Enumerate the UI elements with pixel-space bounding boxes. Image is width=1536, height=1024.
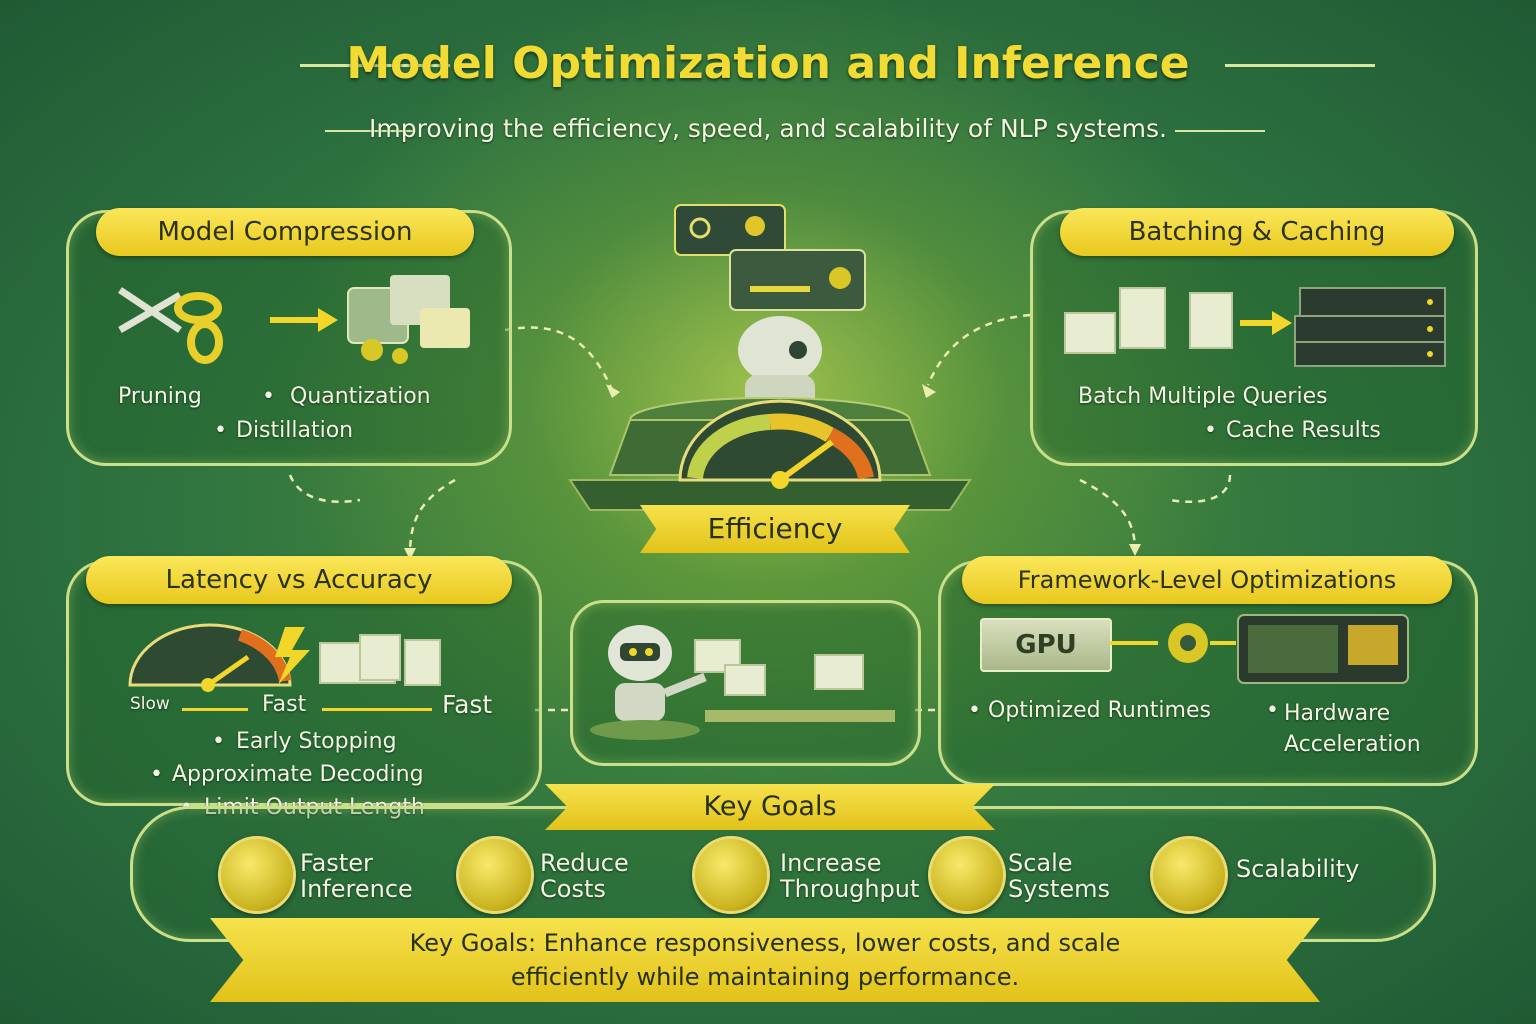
goal-scale-systems: Scale Systems [1008,849,1110,903]
title-rule-right [1225,64,1375,67]
robot-icon [674,204,866,415]
speed-label-slow: Slow [130,694,170,714]
speed-gauge-icon [128,623,292,692]
bullet: • [1204,418,1217,443]
arrow-compression-down [288,474,361,503]
arrow-compression-to-center [504,326,614,391]
hardware-board-icon [1237,614,1409,684]
arrow-center-to-latency [408,478,456,556]
goal-reduce-costs: Reduce Costs [540,849,629,903]
bullet: • [968,698,981,723]
floating-documents-icon [694,639,864,696]
scale-blocks-icon [928,836,1006,914]
growth-chart-icon [692,836,770,914]
framework-heading: Framework-Level Optimizations [962,556,1452,604]
compression-item-distillation: Distillation [236,418,354,443]
document-stack-icon [1064,287,1233,354]
compressed-model-icon [347,275,470,364]
latency-item-approximate-decoding: Approximate Decoding [172,762,424,787]
server-stack-icon [1150,836,1228,914]
arrow-batching-down [1169,474,1232,503]
framework-illustration [1110,614,1409,684]
latency-item-early-stopping: Early Stopping [236,729,397,754]
speed-arrow-1 [182,708,248,711]
bullet: • [212,729,225,754]
batching-arrow [1272,311,1292,335]
efficiency-illustration [568,204,972,511]
bullet: • [150,762,163,787]
model-compression-heading: Model Compression [96,208,474,256]
bullet: • [262,384,275,409]
bullet: • [214,418,227,443]
batching-illustration [1064,287,1446,367]
coin-stack-icon [456,836,534,914]
gpu-chip: GPU [980,618,1112,672]
subtitle-rule-right [1175,130,1265,132]
assistant-robot-icon [608,625,707,721]
compression-item-pruning: Pruning [118,384,202,409]
title-rule-left [300,64,450,67]
framework-item-hardware-acceleration: Hardware Acceleration [1284,701,1421,757]
speed-label-fastest: Fast [442,690,493,719]
compression-item-quantization: Quantization [290,384,431,409]
goal-scalability: Scalability [1236,855,1360,883]
subtitle-rule-left [325,130,415,132]
batching-item-cache-results: Cache Results [1226,418,1381,443]
compression-illustration [118,275,470,364]
batching-caching-heading: Batching & Caching [1060,208,1454,256]
latency-accuracy-heading: Latency vs Accuracy [86,556,512,604]
speed-label-fast: Fast [262,692,307,717]
framework-item-optimized-runtimes: Optimized Runtimes [988,698,1211,723]
goal-faster-inference: Faster Inference [300,849,413,903]
page-subtitle: Improving the efficiency, speed, and sca… [369,114,1167,143]
arrow-batching-to-center [926,313,1031,386]
page-title: Model Optimization and Inference [346,38,1190,89]
server-rack-icon [1294,287,1446,367]
batching-item-batch-queries: Batch Multiple Queries [1078,384,1328,409]
bullet: • [1266,698,1279,723]
inference-robot-illustration [590,625,895,740]
footer-banner: Key Goals: Enhance responsiveness, lower… [210,918,1320,1002]
speed-arrow-2 [322,708,432,711]
lightning-icon [275,627,310,685]
latency-illustration [128,623,441,692]
speedometer-icon [678,399,882,489]
arrow-center-to-framework [1079,478,1137,551]
scissors-icon [118,287,223,364]
efficiency-label: Efficiency [640,505,910,553]
gear-icon [1168,623,1208,663]
key-goals-heading: Key Goals [545,784,995,830]
goal-increase-throughput: Increase Throughput [780,849,920,903]
footer-text: Key Goals: Enhance responsiveness, lower… [409,929,1121,991]
output-documents-icon [319,634,441,686]
stopwatch-icon [218,836,296,914]
